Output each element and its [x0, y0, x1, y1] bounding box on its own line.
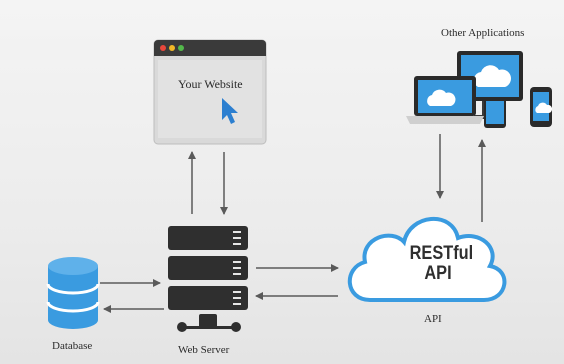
network-icon	[177, 314, 241, 332]
other-applications-label: Other Applications	[441, 27, 525, 39]
close-dot-icon	[160, 45, 166, 51]
connection-arrows	[100, 134, 486, 313]
restful-api-label: RESTful API	[409, 243, 474, 284]
cursor-icon	[222, 98, 238, 124]
your-website-label: Your Website	[178, 77, 243, 91]
database-label: Database	[52, 340, 93, 352]
phone-icon	[530, 87, 553, 127]
server-stack-icon	[168, 226, 248, 310]
browser-window-icon	[153, 39, 267, 145]
web-server-label: Web Server	[178, 344, 230, 356]
database-icon	[46, 257, 100, 329]
maximize-dot-icon	[178, 45, 184, 51]
laptop-icon	[406, 76, 484, 124]
cloud-icon	[347, 217, 507, 302]
api-label: API	[424, 313, 442, 325]
minimize-dot-icon	[169, 45, 175, 51]
tablet-icon	[484, 98, 506, 128]
